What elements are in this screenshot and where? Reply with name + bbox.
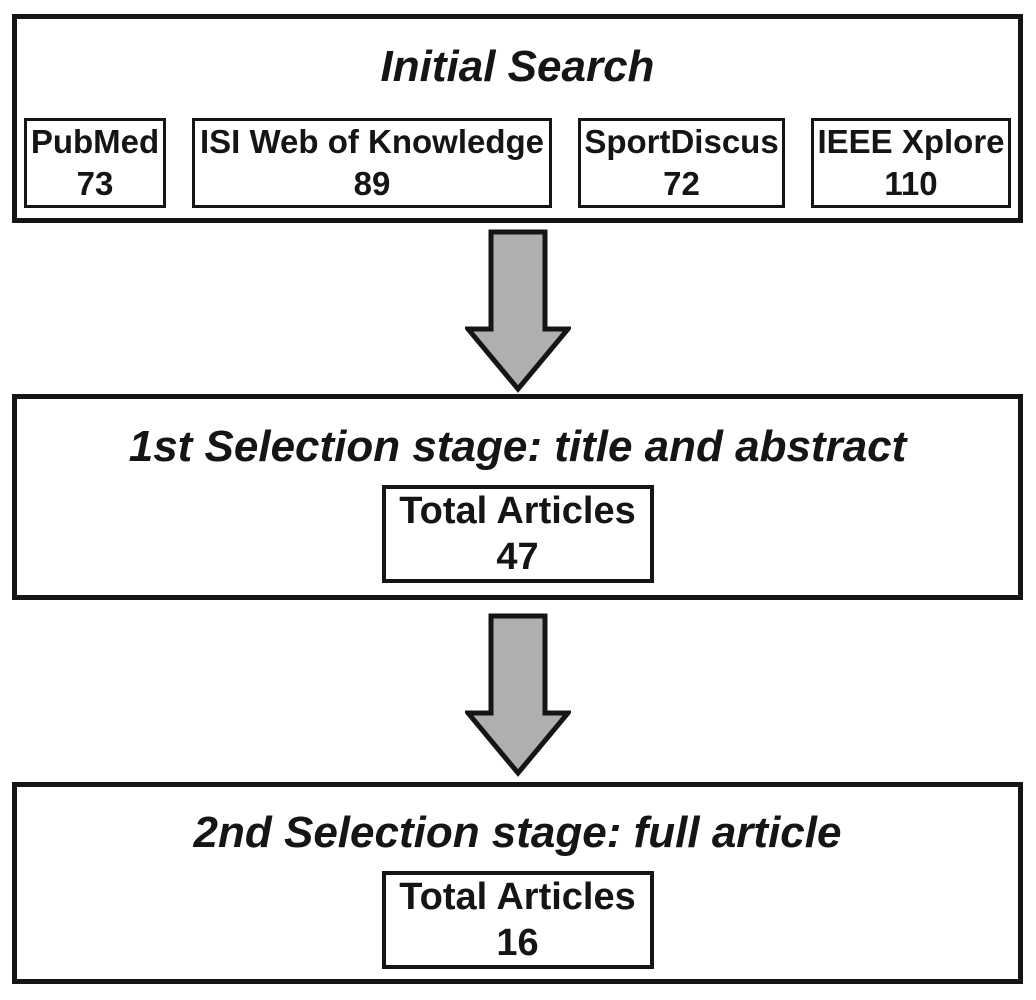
source-count: 72: [663, 165, 700, 202]
source-count: 110: [884, 165, 938, 202]
source-name: PubMed: [30, 123, 160, 160]
source-box-pubmed: PubMed 73: [24, 118, 166, 208]
source-name: ISI Web of Knowledge: [199, 123, 545, 160]
selection-stage-1-title: 1st Selection stage: title and abstract: [128, 422, 907, 471]
total-articles-label: Total Articles: [399, 490, 636, 533]
source-box-isi-web-of-knowledge: ISI Web of Knowledge 89: [192, 118, 552, 208]
down-arrow-icon: [465, 229, 571, 393]
source-name: SportDiscus: [584, 123, 779, 160]
initial-search-title: Initial Search: [380, 42, 655, 91]
source-count: 89: [353, 165, 391, 202]
down-arrow-icon: [465, 613, 571, 777]
selection-stage-2-box: 2nd Selection stage: full article Total …: [12, 782, 1023, 984]
source-box-sportdiscus: SportDiscus 72: [578, 118, 785, 208]
sources-row: PubMed 73 ISI Web of Knowledge 89 SportD…: [24, 118, 1011, 208]
source-count: 73: [76, 165, 114, 202]
initial-search-box: Initial Search PubMed 73 ISI Web of Know…: [12, 14, 1023, 223]
total-articles-box: Total Articles 16: [381, 871, 654, 970]
total-articles-count: 47: [496, 536, 539, 579]
total-articles-count: 16: [496, 922, 539, 965]
total-articles-box: Total Articles 47: [381, 485, 654, 584]
source-box-ieee-xplore: IEEE Xplore 110: [811, 118, 1011, 208]
selection-stage-2-title: 2nd Selection stage: full article: [193, 808, 842, 857]
total-articles-label: Total Articles: [399, 876, 636, 919]
source-name: IEEE Xplore: [817, 123, 1005, 160]
selection-stage-1-box: 1st Selection stage: title and abstract …: [12, 394, 1023, 600]
